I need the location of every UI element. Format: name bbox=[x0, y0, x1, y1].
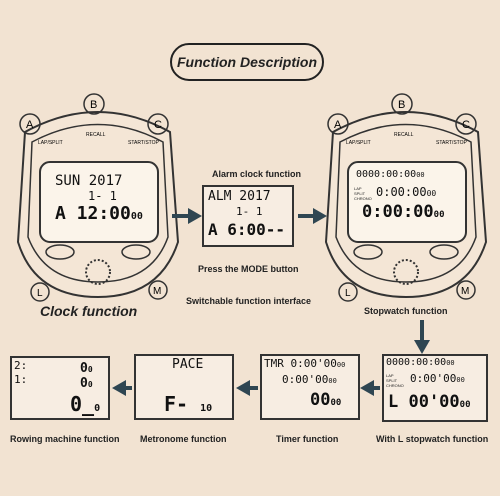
arrow-line bbox=[172, 214, 192, 218]
timer-display bbox=[260, 354, 360, 420]
svg-text:L: L bbox=[37, 288, 43, 299]
arrow-line bbox=[298, 214, 316, 218]
l-stopwatch-line-2: 0:00'0000 bbox=[410, 372, 465, 385]
page-title: Function Description bbox=[177, 54, 317, 70]
svg-text:B: B bbox=[398, 99, 405, 111]
clock-lcd-frame bbox=[39, 161, 159, 243]
arrow-right-icon bbox=[313, 208, 327, 224]
stopwatch-line-2: 0:00:0000 bbox=[376, 185, 437, 199]
arrow-left-icon bbox=[112, 380, 126, 396]
alarm-display bbox=[202, 185, 294, 247]
metronome-caption: Metronome function bbox=[140, 434, 227, 444]
l-stopwatch-line-3: L 00'0000 bbox=[388, 392, 471, 412]
l-stopwatch-caption: With L stopwatch function bbox=[376, 434, 489, 444]
svg-text:START/STOP: START/STOP bbox=[436, 140, 468, 146]
button-m-icon[interactable] bbox=[148, 280, 168, 300]
clock-watch-illustration: A B C LAP/SPLIT RECALL START/STOP L M bbox=[16, 93, 180, 302]
svg-text:RECALL: RECALL bbox=[394, 132, 414, 138]
alarm-line-3: A 6:00-- bbox=[208, 220, 286, 239]
svg-text:START/STOP: START/STOP bbox=[128, 140, 160, 146]
svg-text:LAP/SPLIT: LAP/SPLIT bbox=[38, 140, 63, 146]
l-stopwatch-line-1: 0000:00:0000 bbox=[386, 357, 455, 368]
rowing-row-1-label: 2: bbox=[14, 359, 28, 372]
arrow-line bbox=[420, 320, 424, 342]
arrow-down-icon bbox=[414, 340, 430, 354]
metronome-line-2: F- 10 bbox=[164, 392, 213, 416]
timer-line-2: 0:00'0000 bbox=[282, 373, 337, 386]
clock-line-3: A 12:0000 bbox=[55, 203, 143, 224]
svg-text:M: M bbox=[461, 286, 469, 297]
rowing-row-1-value: 00 bbox=[80, 361, 93, 376]
svg-text:RECALL: RECALL bbox=[86, 132, 106, 138]
metronome-display bbox=[134, 354, 234, 420]
l-stopwatch-display bbox=[382, 354, 488, 422]
rowing-caption: Rowing machine function bbox=[10, 434, 120, 444]
svg-text:M: M bbox=[153, 286, 161, 297]
button-a-icon[interactable] bbox=[19, 113, 41, 135]
alarm-caption: Alarm clock function bbox=[212, 169, 302, 179]
rowing-display bbox=[10, 356, 110, 420]
timer-line-1: TMR 0:00'0000 bbox=[264, 357, 346, 370]
clock-line-1: SUN 2017 bbox=[55, 173, 123, 189]
button-b-icon[interactable] bbox=[83, 93, 105, 115]
svg-text:C: C bbox=[154, 119, 162, 131]
alarm-line-1: ALM 2017 bbox=[208, 189, 271, 204]
alarm-line-2: 1- 1 bbox=[236, 205, 263, 218]
svg-text:A: A bbox=[26, 119, 34, 131]
arrow-right-icon bbox=[188, 208, 202, 224]
stopwatch-line-1: 0000:00:0000 bbox=[356, 169, 425, 180]
timer-line-3: 0000 bbox=[310, 390, 342, 410]
svg-text:B: B bbox=[90, 99, 97, 111]
speaker-grille-icon bbox=[85, 259, 111, 285]
stopwatch-line-3: 0:00:0000 bbox=[362, 202, 445, 222]
svg-text:LAP/SPLIT: LAP/SPLIT bbox=[346, 140, 371, 146]
title-pill: Function Description bbox=[170, 43, 324, 81]
timer-caption: Timer function bbox=[276, 434, 339, 444]
clock-caption: Clock function bbox=[40, 303, 138, 319]
switch-caption: Switchable function interface bbox=[186, 296, 312, 306]
stopwatch-caption: Stopwatch function bbox=[364, 306, 448, 316]
metronome-line-1: PACE bbox=[172, 357, 204, 372]
svg-text:A: A bbox=[334, 119, 342, 131]
clock-line-2: 1- 1 bbox=[88, 189, 117, 203]
rowing-row-2-value: 00 bbox=[80, 376, 93, 391]
button-l-icon[interactable] bbox=[30, 282, 50, 302]
button-c-icon[interactable] bbox=[147, 113, 169, 135]
press-mode-caption: Press the MODE button bbox=[198, 264, 299, 274]
rowing-row-3-value: 0_0 bbox=[70, 392, 101, 416]
stopwatch-illustration: A B C LAP/SPLIT RECALL START/STOP L M bbox=[324, 93, 488, 302]
arrow-left-icon bbox=[236, 380, 250, 396]
arrow-left-icon bbox=[360, 380, 374, 396]
svg-text:C: C bbox=[462, 119, 470, 131]
svg-text:L: L bbox=[345, 288, 351, 299]
rowing-row-2-label: 1: bbox=[14, 373, 28, 386]
